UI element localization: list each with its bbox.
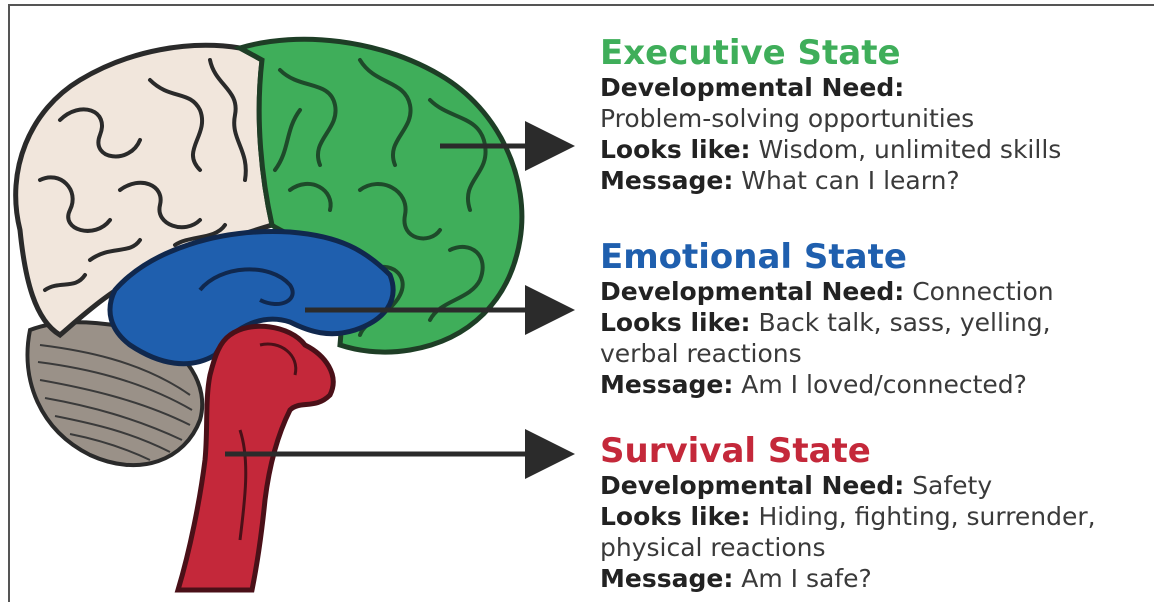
looks-value: Back talk, sass, yelling, xyxy=(758,308,1051,337)
emotional-message-line: Message: Am I loved/connected? xyxy=(600,369,1054,400)
message-label: Message: xyxy=(600,166,734,195)
brainstem xyxy=(174,323,336,593)
executive-need-line: Developmental Need: xyxy=(600,72,1061,103)
emotional-looks-line: Looks like: Back talk, sass, yelling, xyxy=(600,307,1054,338)
looks-value: Hiding, fighting, surrender, xyxy=(758,502,1096,531)
image-frame xyxy=(8,4,1154,602)
looks-label: Looks like: xyxy=(600,502,751,531)
looks-label: Looks like: xyxy=(600,308,751,337)
message-value: Am I loved/connected? xyxy=(741,370,1027,399)
survival-state-title: Survival State xyxy=(600,431,871,471)
message-label: Message: xyxy=(600,564,734,593)
need-value: Safety xyxy=(912,471,993,500)
survival-state-section: Survival State Developmental Need: Safet… xyxy=(600,432,1096,594)
need-label: Developmental Need: xyxy=(600,73,905,102)
survival-message-line: Message: Am I safe? xyxy=(600,563,1096,594)
survival-looks-line: Looks like: Hiding, fighting, surrender, xyxy=(600,501,1096,532)
limbic-system xyxy=(107,229,396,367)
emotional-state-section: Emotional State Developmental Need: Conn… xyxy=(600,238,1054,400)
executive-message-line: Message: What can I learn? xyxy=(600,165,1061,196)
message-value: What can I learn? xyxy=(741,166,960,195)
emotional-need-line: Developmental Need: Connection xyxy=(600,276,1054,307)
survival-need-line: Developmental Need: Safety xyxy=(600,470,1096,501)
message-value: Am I safe? xyxy=(741,564,872,593)
executive-looks-line: Looks like: Wisdom, unlimited skills xyxy=(600,134,1061,165)
executive-state-title: Executive State xyxy=(600,33,901,73)
need-label: Developmental Need: xyxy=(600,277,905,306)
survival-looks-continued: physical reactions xyxy=(600,533,826,562)
looks-label: Looks like: xyxy=(600,135,751,164)
need-value: Connection xyxy=(912,277,1054,306)
emotional-looks-continued: verbal reactions xyxy=(600,339,802,368)
looks-value: Wisdom, unlimited skills xyxy=(758,135,1062,164)
executive-state-section: Executive State Developmental Need: Prob… xyxy=(600,34,1061,196)
message-label: Message: xyxy=(600,370,734,399)
executive-need-value: Problem-solving opportunities xyxy=(600,104,975,133)
need-label: Developmental Need: xyxy=(600,471,905,500)
emotional-state-title: Emotional State xyxy=(600,237,907,277)
